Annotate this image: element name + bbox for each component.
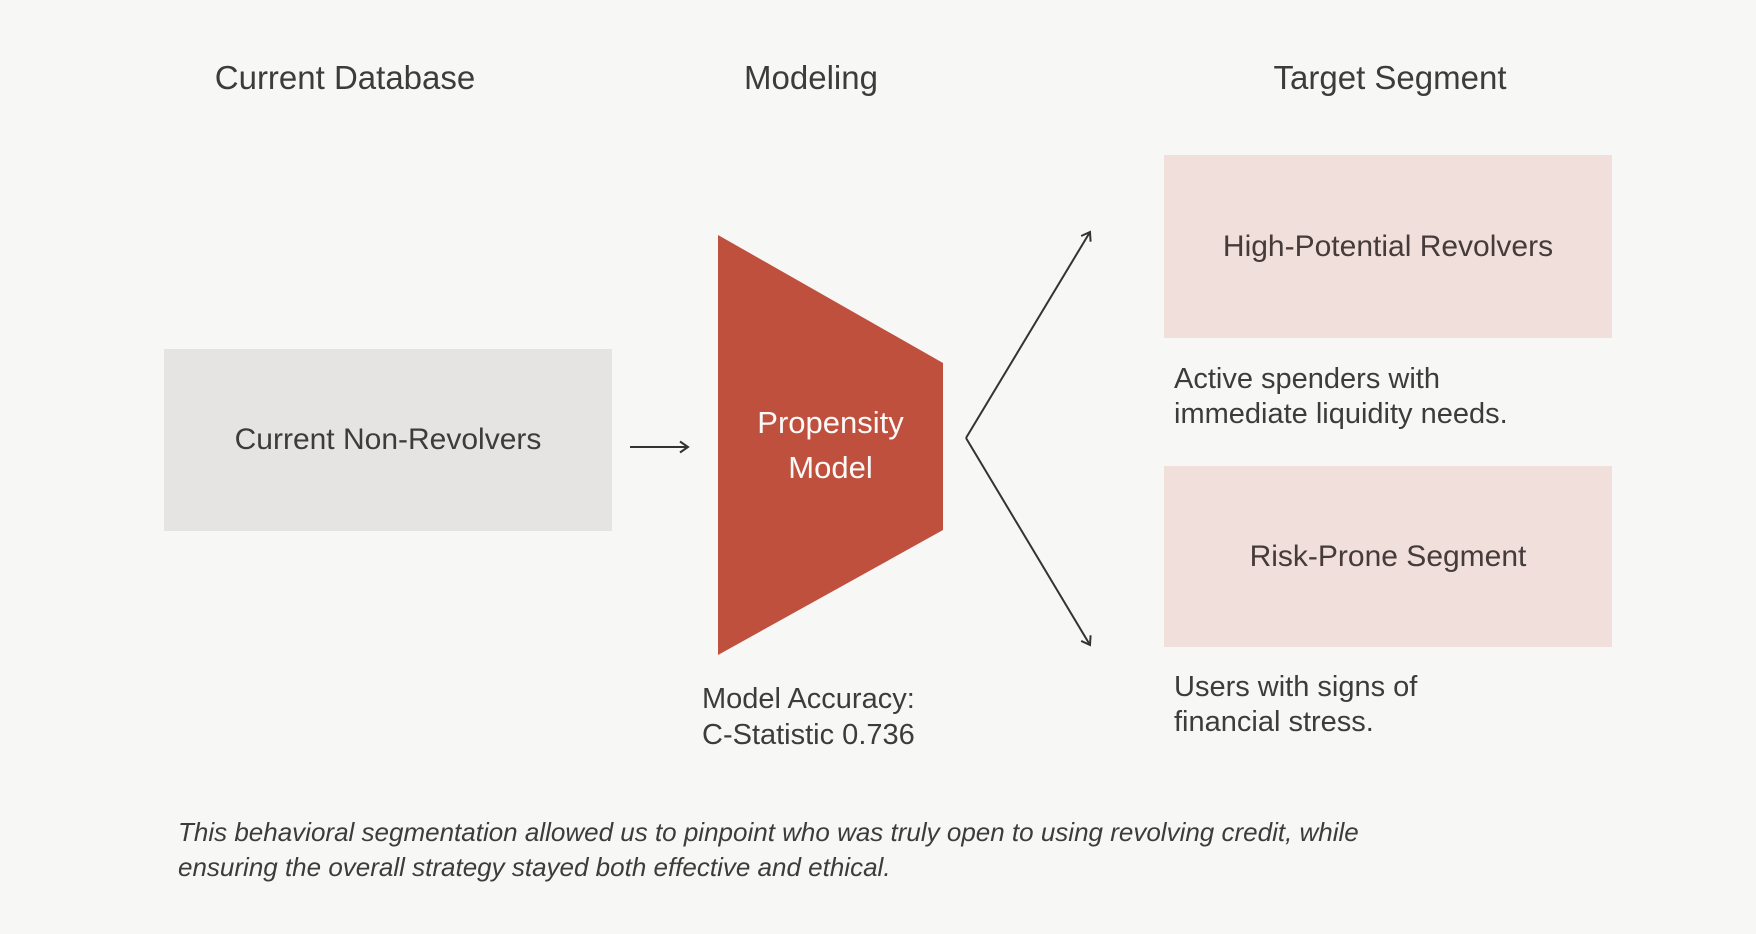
footer-note: This behavioral segmentation allowed us … bbox=[178, 815, 1359, 885]
branch-arrow-up-icon bbox=[965, 230, 1092, 439]
model-accuracy-label: Model Accuracy: bbox=[702, 683, 915, 715]
footer-note-line1: This behavioral segmentation allowed us … bbox=[178, 817, 1359, 847]
column-header-target-segment: Target Segment bbox=[1273, 59, 1507, 96]
footer-note-line2: ensuring the overall strategy stayed bot… bbox=[178, 852, 891, 882]
source-box: Current Non-Revolvers bbox=[164, 349, 612, 531]
column-header-current-database: Current Database bbox=[214, 59, 476, 96]
segment-description-high-potential: Active spenders with immediate liquidity… bbox=[1174, 363, 1508, 430]
segment-title: High-Potential Revolvers bbox=[1222, 229, 1554, 263]
propensity-model-label: Propensity Model bbox=[757, 405, 904, 485]
segment-description-risk-prone: Users with signs of financial stress. bbox=[1174, 671, 1418, 738]
segment-title: Risk-Prone Segment bbox=[1249, 539, 1527, 573]
source-box-label: Current Non-Revolvers bbox=[234, 423, 542, 456]
segment-box-high-potential: High-Potential Revolvers bbox=[1164, 155, 1612, 338]
segment-box-risk-prone: Risk-Prone Segment bbox=[1164, 466, 1612, 647]
model-accuracy-text: Model Accuracy: C-Statistic 0.736 bbox=[702, 681, 915, 753]
column-header-modeling: Modeling bbox=[744, 59, 878, 96]
model-accuracy-value: C-Statistic 0.736 bbox=[702, 719, 915, 751]
branch-arrow-down-icon bbox=[965, 437, 1092, 647]
propensity-model-shape bbox=[718, 235, 943, 655]
